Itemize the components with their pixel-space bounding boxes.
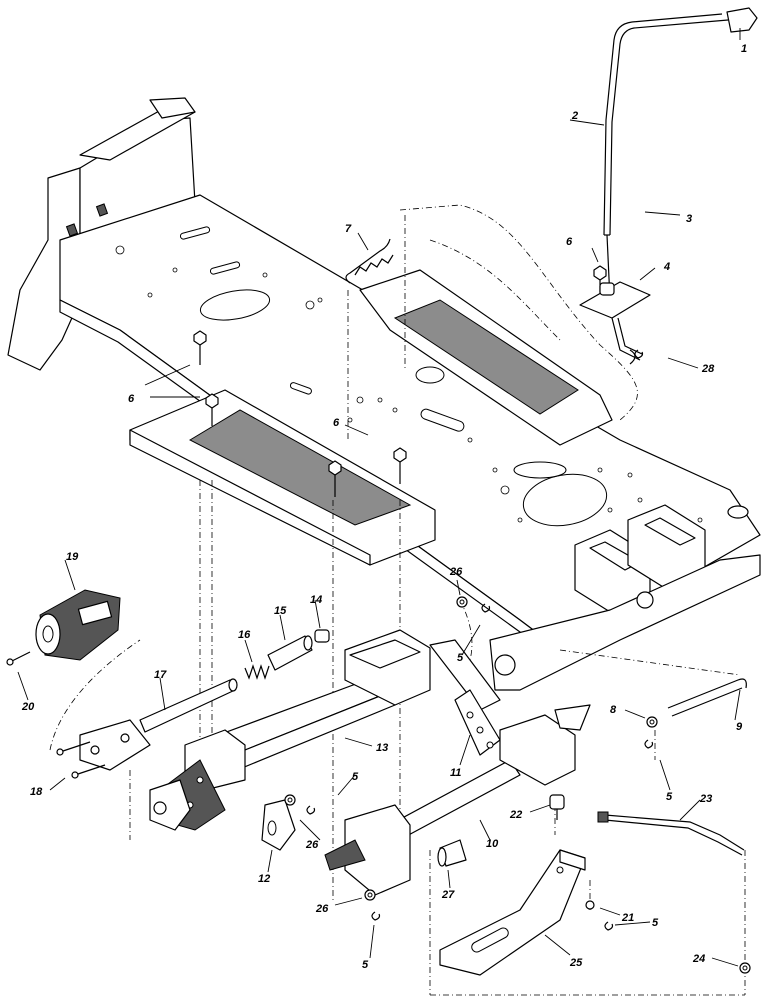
callout-16: 16 <box>238 629 251 641</box>
callout-25: 25 <box>569 957 583 969</box>
callout-23: 23 <box>699 793 712 805</box>
callout-8: 8 <box>610 704 617 716</box>
cap-14 <box>314 629 330 643</box>
callout-24: 24 <box>692 953 705 965</box>
washers-clips <box>284 349 751 974</box>
cross-shaft-13 <box>149 629 431 831</box>
callout-5: 5 <box>666 791 673 803</box>
callout-20: 20 <box>21 701 35 713</box>
screw-20 <box>6 651 31 666</box>
spring-16 <box>244 664 270 680</box>
callout-6: 6 <box>128 393 135 405</box>
callout-26: 26 <box>305 839 319 851</box>
plate-25 <box>439 849 586 976</box>
callout-27: 27 <box>441 889 455 901</box>
callout-7: 7 <box>345 223 352 235</box>
shift-lever <box>579 7 758 365</box>
callout-6: 6 <box>333 417 340 429</box>
callout-28: 28 <box>701 363 715 375</box>
knob-19 <box>35 589 121 661</box>
sleeve-15 <box>267 635 313 671</box>
rod-9 <box>667 678 747 717</box>
callout-5: 5 <box>352 771 359 783</box>
leader-lines <box>17 28 741 967</box>
spring-7 <box>345 238 394 284</box>
callout-21: 21 <box>621 912 634 924</box>
callout-17: 17 <box>154 669 167 681</box>
callout-14: 14 <box>310 594 322 606</box>
rod-23 <box>597 811 745 856</box>
callout-15: 15 <box>274 605 287 617</box>
link-11 <box>429 639 501 756</box>
callout-6: 6 <box>566 236 573 248</box>
left-side-pan <box>129 389 436 566</box>
callout-26: 26 <box>315 903 329 915</box>
callout-19: 19 <box>66 551 79 563</box>
callout-18: 18 <box>30 786 43 798</box>
callout-12: 12 <box>258 873 270 885</box>
pin-27 <box>437 839 467 867</box>
callout-13: 13 <box>376 742 388 754</box>
callout-9: 9 <box>736 721 743 733</box>
bolts-18 <box>56 741 106 779</box>
callout-3: 3 <box>686 213 692 225</box>
rod-17 <box>79 678 238 771</box>
bolts-6 <box>193 265 607 497</box>
callout-5: 5 <box>652 917 659 929</box>
callout-5: 5 <box>457 652 464 664</box>
shaft-10 <box>324 704 591 896</box>
callout-22: 22 <box>509 809 522 821</box>
callout-26: 26 <box>449 566 463 578</box>
bracket-12 <box>261 799 296 851</box>
ferrule-22 <box>549 794 565 820</box>
callout-labels: 1 2 3 4 5 5 5 5 5 6 6 6 7 8 9 10 11 12 1… <box>21 43 747 971</box>
chassis-frame <box>7 97 761 691</box>
callout-1: 1 <box>741 43 747 55</box>
callout-5: 5 <box>362 959 369 971</box>
callout-2: 2 <box>571 110 578 122</box>
callout-4: 4 <box>663 261 670 273</box>
callout-10: 10 <box>486 838 499 850</box>
callout-11: 11 <box>450 767 461 779</box>
